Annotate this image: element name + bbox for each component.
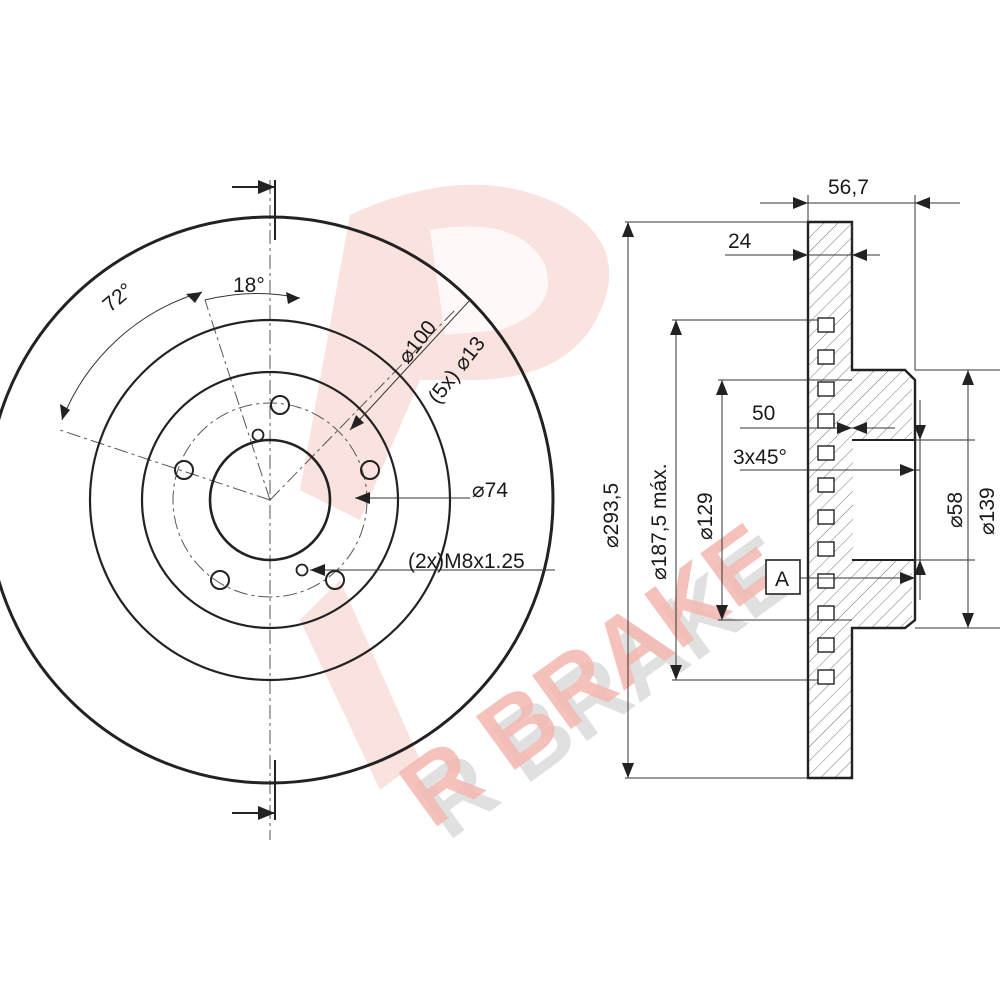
front-radial-line-pcd bbox=[269, 309, 456, 501]
section-mark-bottom bbox=[232, 760, 276, 820]
threaded-hole bbox=[295, 563, 309, 577]
total-height-label: 56,7 bbox=[828, 176, 869, 199]
bore-diameter-label: ⌀58 bbox=[944, 492, 967, 528]
hub-bore-void bbox=[853, 441, 914, 559]
hat-outer-edge bbox=[140, 370, 400, 630]
front-radial-line-18 bbox=[59, 429, 271, 501]
front-view: 72° 18° ⌀100 (5x) ⌀13 ⌀74 (2x)M8x1.25 bbox=[0, 180, 555, 840]
r-brake-watermark: R BRAKE R BRAKE bbox=[300, 184, 814, 859]
side-view: 56,7 24 50 3x45° ⌀293,5 ⌀187,5 máx. ⌀129… bbox=[600, 176, 1000, 780]
angle-72-label: 72° bbox=[98, 279, 137, 317]
threaded-hole bbox=[251, 428, 265, 442]
r-brake-logo-shape bbox=[300, 184, 610, 790]
bolt-hole bbox=[270, 395, 290, 415]
threaded-holes bbox=[251, 428, 309, 577]
bolt-hole bbox=[210, 570, 230, 590]
center-bore-label: ⌀74 bbox=[472, 479, 508, 502]
front-radial-line-72 bbox=[204, 299, 271, 501]
bolt-hole bbox=[325, 570, 345, 590]
bolt-hole bbox=[360, 460, 380, 480]
hat-diameter-label: ⌀139 bbox=[976, 487, 999, 535]
pcd-leader bbox=[349, 299, 471, 431]
bolt-holes bbox=[174, 395, 380, 590]
angle-arc-72 bbox=[61, 291, 203, 421]
section-mark-top bbox=[232, 180, 276, 240]
disc-outer-edge bbox=[0, 215, 555, 785]
braking-surface-inner-edge bbox=[88, 318, 452, 682]
bolt-hole bbox=[174, 460, 194, 480]
thread-label: (2x)M8x1.25 bbox=[408, 550, 525, 573]
hub-diameter-label: ⌀129 bbox=[694, 492, 717, 540]
hub-depth-label: 50 bbox=[752, 402, 775, 425]
center-bore bbox=[208, 438, 332, 562]
disc-section-outline bbox=[806, 220, 917, 780]
angle-18-label: 18° bbox=[233, 274, 265, 297]
disc-thickness-label: 24 bbox=[728, 230, 752, 253]
outer-diameter-label: ⌀293,5 bbox=[600, 483, 623, 548]
chamfer-label: 3x45° bbox=[733, 446, 787, 469]
datum-box bbox=[765, 559, 801, 595]
braking-surface-label: ⌀187,5 máx. bbox=[648, 463, 671, 580]
datum-label: A bbox=[775, 568, 789, 591]
